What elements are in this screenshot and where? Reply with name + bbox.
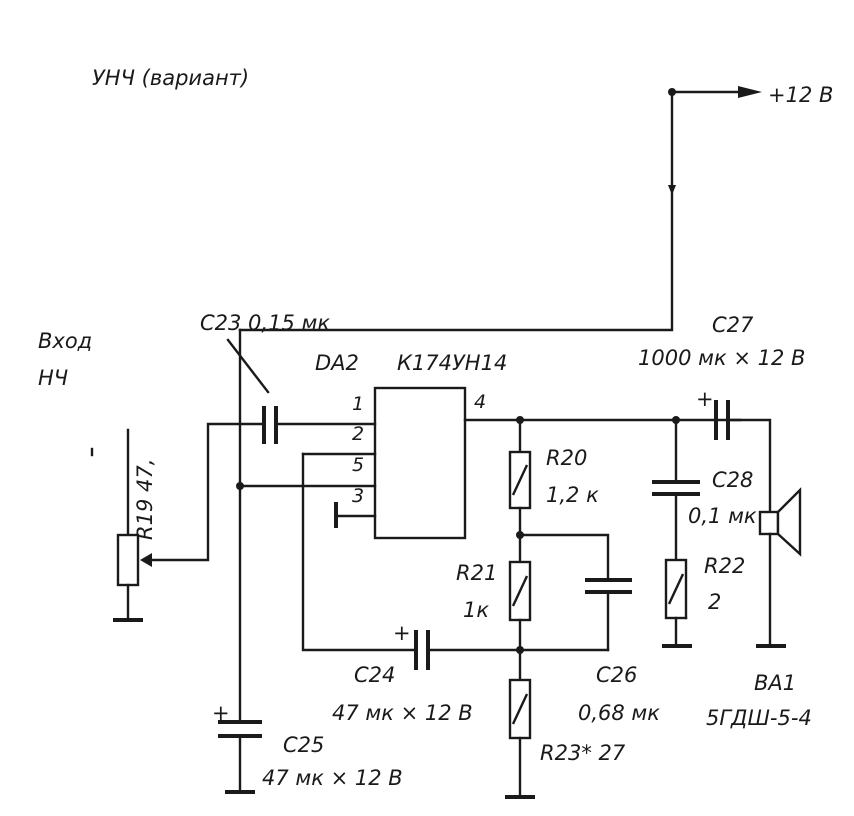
r21-ref-label: R21 [456, 561, 497, 585]
ic-da2 [238, 386, 742, 540]
r22-resistor [662, 558, 692, 648]
ic-pin-2-label: 2 [352, 423, 364, 445]
ba1-speaker [756, 487, 802, 648]
c28-value-label: 0,1 мк [688, 504, 757, 528]
r22-value-label: 2 [708, 590, 721, 614]
c25-plus-sign: + [212, 701, 230, 725]
r23-resistor [505, 678, 535, 799]
c27-capacitor [714, 400, 772, 514]
supply-rail [238, 86, 762, 332]
ic-pin-4-label: 4 [474, 391, 486, 413]
c27-plus-sign: + [696, 387, 714, 411]
c27-value-label: 1000 мк × 12 В [638, 346, 805, 370]
ic-pin-5-label: 5 [352, 454, 364, 476]
r19-potentiometer [113, 422, 264, 622]
c24-value-label: 47 мк × 12 В [332, 701, 473, 725]
c24-feedback-wire [301, 452, 610, 670]
ba1-ref-label: ВА1 [754, 671, 796, 695]
diagram-title: УНЧ (вариант) [92, 66, 249, 90]
c26-value-label: 0,68 мк [578, 701, 660, 725]
c28-capacitor [652, 418, 700, 562]
c25-ref-label: С25 [283, 733, 324, 757]
r21-resistor [508, 560, 532, 682]
ic-ref-label: DA2 [315, 351, 359, 375]
c28-ref-label: С28 [712, 468, 753, 492]
c24-plus-sign: + [393, 621, 411, 645]
r22-ref-label: R22 [704, 554, 745, 578]
c27-ref-label: С27 [712, 313, 754, 337]
r19-label: R19 47, [133, 459, 157, 540]
supply-label: +12 В [768, 83, 833, 107]
r20-resistor [508, 418, 532, 564]
r20-ref-label: R20 [546, 446, 587, 470]
c26-ref-label: С26 [596, 663, 637, 687]
c23-label: С23 0,15 мк [200, 311, 330, 335]
c25-capacitor [218, 720, 262, 794]
c25-supply-wire [236, 328, 244, 724]
r23-label: R23* 27 [540, 741, 626, 765]
c26-capacitor [518, 533, 632, 652]
input-label-line2: НЧ [38, 366, 68, 390]
ic-pin-1-label: 1 [352, 393, 364, 415]
c23-capacitor [226, 338, 377, 444]
ic-pin-3-label: 3 [352, 485, 364, 507]
input-label-line1: Вход [38, 329, 92, 353]
ic-part-label: К174УН14 [397, 351, 507, 375]
ba1-value-label: 5ГДШ-5-4 [706, 706, 812, 730]
r20-value-label: 1,2 к [546, 483, 599, 507]
r21-value-label: 1к [463, 598, 489, 622]
c24-ref-label: С24 [354, 663, 395, 687]
c25-value-label: 47 мк × 12 В [262, 766, 403, 790]
